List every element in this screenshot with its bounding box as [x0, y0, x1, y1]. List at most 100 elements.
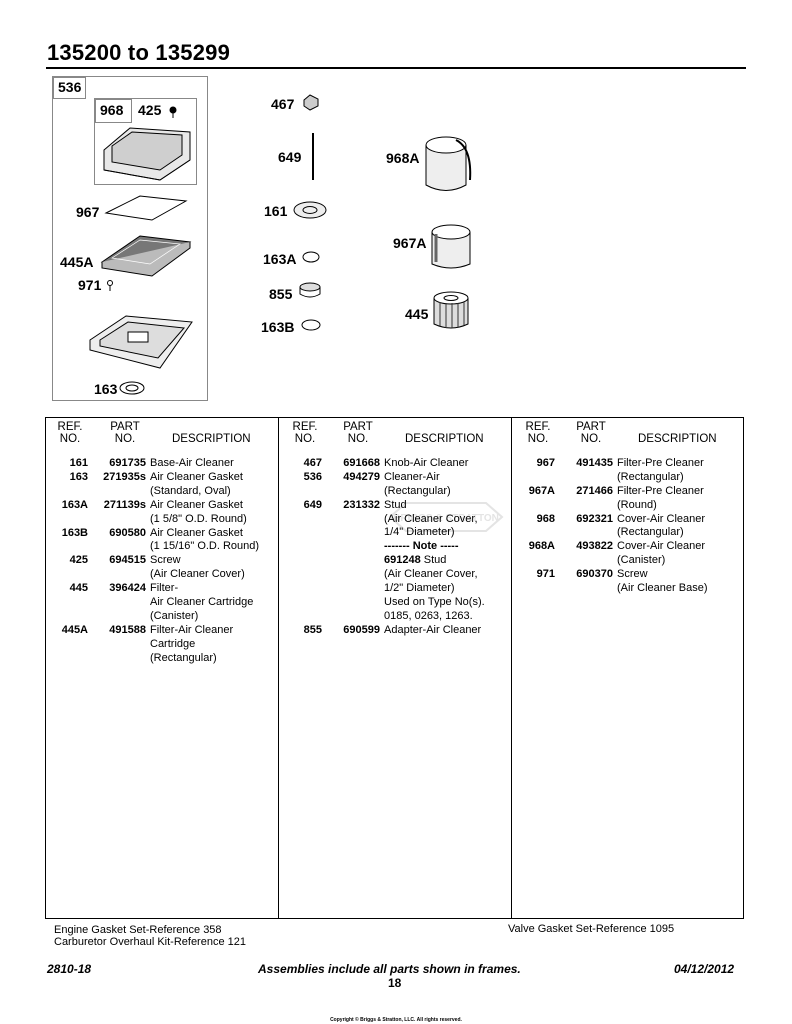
part-description: (1 5/8" O.D. Round) [150, 512, 247, 525]
part-number: 396424 [109, 582, 146, 595]
watermark-logo: BRIGGS & STRATTON [388, 502, 504, 532]
cartridge-rect-drawing [100, 235, 192, 277]
part-description: (Rectangular) [150, 651, 217, 664]
part-description: 1/4" Diameter) [384, 526, 455, 539]
part-description: (Rectangular) [617, 470, 684, 483]
part-description: Air Cleaner Gasket [150, 470, 243, 483]
callout-467: 467 [271, 96, 295, 112]
part-description: Adapter-Air Cleaner [384, 623, 482, 636]
copyright: Copyright © Briggs & Stratton, LLC. All … [330, 1017, 462, 1023]
header-ref: REF.NO. [57, 421, 83, 445]
header-ref: REF.NO. [292, 421, 318, 445]
part-description: 0185, 0263, 1263. [384, 609, 473, 622]
publish-date: 04/12/2012 [674, 962, 735, 976]
ref-number: 163A [61, 498, 88, 511]
part-description: Screw [617, 568, 648, 581]
ref-number: 967 [536, 457, 555, 469]
part-number: 271139s [103, 498, 146, 511]
callout-967: 967 [76, 204, 100, 220]
part-number: 690370 [576, 568, 613, 581]
ref-number: 445A [61, 623, 88, 636]
part-number: 271466 [576, 484, 613, 497]
callout-971: 971 [78, 277, 102, 293]
ref-number: 161 [69, 457, 88, 469]
page-number: 18 [388, 976, 402, 990]
header-description: DESCRIPTION [172, 433, 251, 445]
part-number: 690599 [343, 623, 380, 636]
callout-445: 445 [405, 306, 429, 322]
doc-number: 2810-18 [47, 962, 92, 976]
part-description: Cover-Air Cleaner [617, 540, 706, 553]
part-description: (Air Cleaner Cover, [384, 512, 478, 525]
part-description: 1/2" Diameter) [384, 582, 455, 595]
part-description: (Canister) [617, 554, 666, 567]
ref-number: 425 [69, 554, 88, 567]
callout-968: 968 [100, 102, 124, 118]
ref-number: 968 [536, 512, 555, 525]
ref-number: 445 [69, 582, 88, 595]
callout-967a: 967A [393, 235, 427, 251]
column-divider [278, 417, 279, 919]
base-drawing [89, 315, 193, 369]
part-description: (Standard, Oval) [150, 484, 231, 497]
header-ref: REF.NO. [525, 421, 551, 445]
parts-diagram [89, 94, 472, 395]
base-161-drawing [293, 201, 327, 219]
header-description: DESCRIPTION [405, 433, 484, 445]
part-number: 231332 [343, 498, 380, 511]
screw-971-drawing [107, 280, 113, 291]
footnote-valve-gasket: Valve Gasket Set-Reference 1095 [508, 923, 675, 935]
footnote-carb-kit: Carburetor Overhaul Kit-Reference 121 [54, 936, 246, 948]
part-description: 691248 Stud [384, 554, 447, 567]
callout-163: 163 [94, 381, 118, 397]
ref-number: 536 [303, 470, 322, 483]
part-number: 694515 [109, 554, 146, 567]
part-description: Cartridge [150, 637, 196, 650]
part-description: (Rectangular) [617, 526, 684, 539]
knob-drawing [303, 94, 319, 111]
frame-label-box [53, 77, 86, 99]
part-description: (Air Cleaner Base) [617, 582, 708, 595]
part-description: Filter-Pre Cleaner [617, 457, 704, 469]
part-description: Filter-Air Cleaner [150, 623, 234, 636]
ref-number: 649 [303, 498, 322, 511]
column-divider [511, 417, 512, 919]
part-description: (Rectangular) [384, 484, 451, 497]
ref-number: 971 [536, 568, 555, 581]
part-number: 494279 [343, 470, 380, 483]
callout-161: 161 [264, 203, 288, 219]
part-description: (Air Cleaner Cover) [150, 568, 245, 581]
ref-number: 163B [61, 526, 88, 539]
header-description: DESCRIPTION [638, 433, 717, 445]
part-description: Stud [384, 498, 407, 511]
part-description: ------- Note ----- [384, 540, 459, 553]
part-description: Knob-Air Cleaner [384, 457, 469, 469]
part-description: Cover-Air Cleaner [617, 512, 706, 525]
callout-163a: 163A [263, 251, 297, 267]
assembly-frame-968 [94, 98, 197, 185]
ref-number: 968A [528, 540, 555, 553]
part-description: Cleaner-Air [384, 470, 440, 483]
adapter-drawing [299, 282, 321, 298]
screw-425-drawing [169, 106, 177, 118]
part-number: 271935s [103, 470, 146, 483]
footnote-gasket-set: Engine Gasket Set-Reference 358 [54, 924, 222, 936]
part-description: Air Cleaner Gasket [150, 526, 243, 539]
assemblies-note: Assemblies include all parts shown in fr… [258, 962, 521, 976]
ref-number: 967A [528, 484, 555, 497]
title-rule [46, 67, 746, 69]
part-number: 691668 [343, 457, 380, 469]
part-description: Filter-Pre Cleaner [617, 484, 704, 497]
part-description: Base-Air Cleaner [150, 457, 234, 469]
cover-rectangular-drawing [103, 127, 191, 181]
prefilter-rect-drawing [104, 195, 188, 221]
cover-canister-drawing [425, 136, 472, 191]
part-number: 491435 [576, 457, 613, 469]
part-number: 691735 [109, 457, 146, 469]
canister-drawing [433, 291, 469, 329]
frame-label-box-inner [95, 99, 132, 123]
part-description: (Round) [617, 498, 657, 511]
